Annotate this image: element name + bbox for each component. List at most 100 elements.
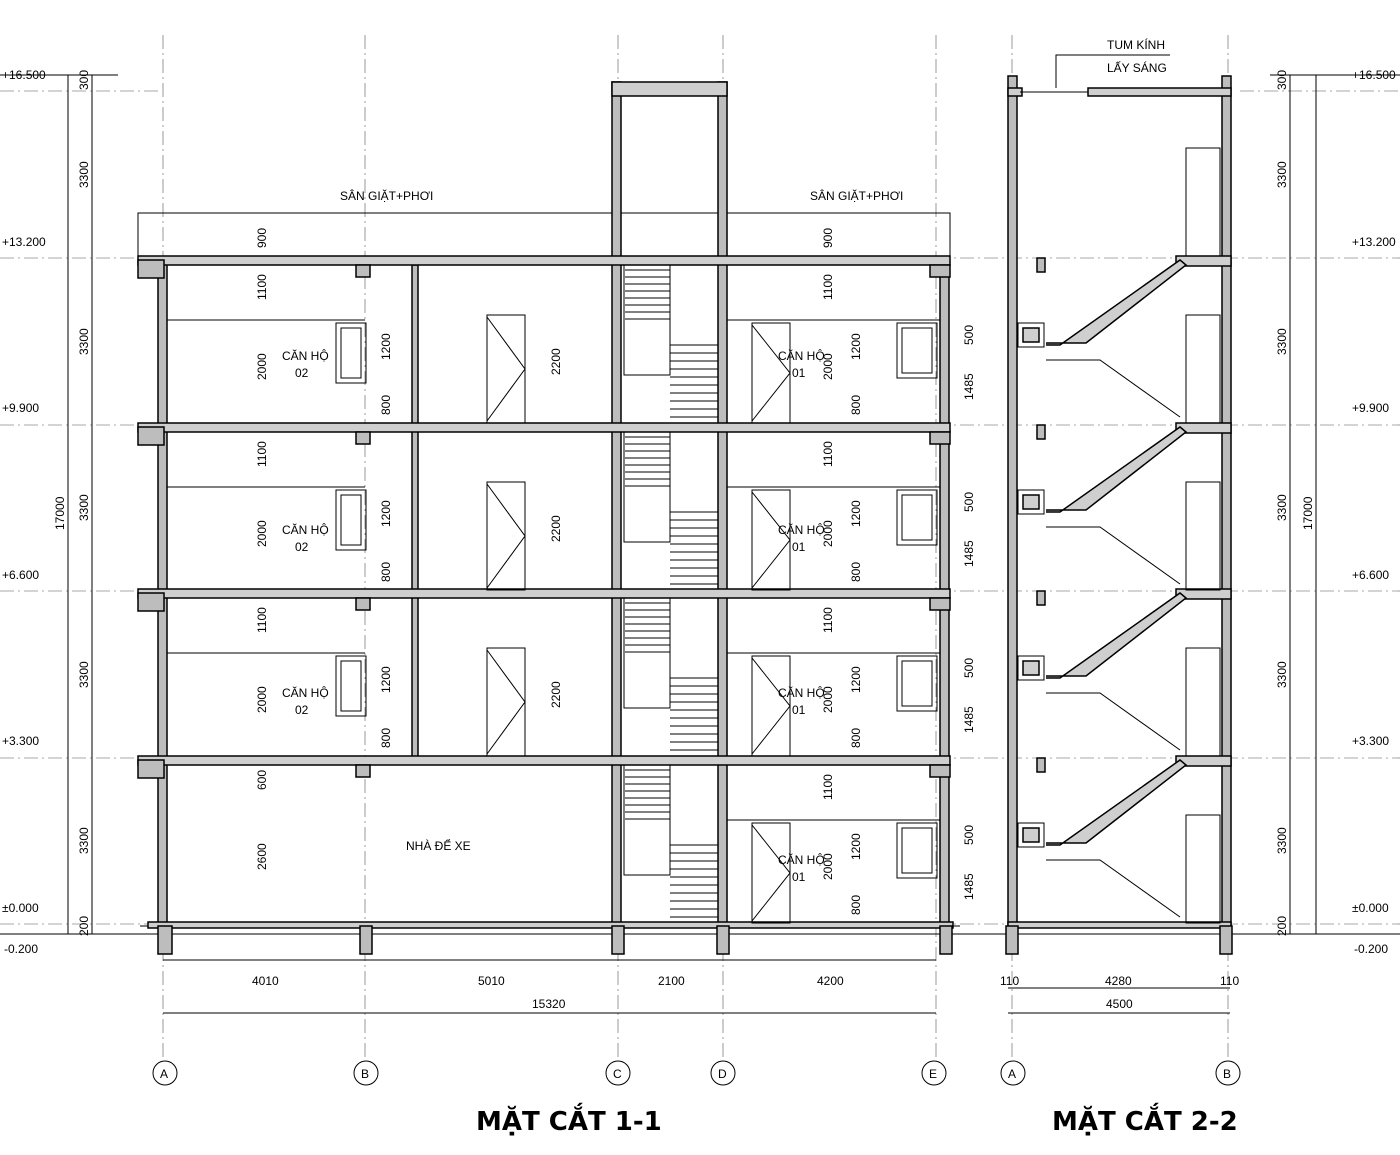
height-dim: 3300 — [77, 328, 91, 355]
level-left: -0.200 — [4, 942, 38, 956]
level-left: +16.500 — [2, 68, 46, 82]
interior-dim: 1200 — [379, 666, 393, 693]
level-left: +13.200 — [2, 235, 46, 249]
interior-dim: 2000 — [821, 686, 835, 713]
stair-slab — [1046, 426, 1188, 513]
total-span-dim: 15320 — [532, 997, 566, 1011]
level-left: +6.600 — [2, 568, 39, 582]
interior-dim: 800 — [379, 395, 393, 415]
grid-label: A — [160, 1067, 168, 1081]
interior-dim: 1200 — [849, 666, 863, 693]
window — [335, 489, 367, 551]
door — [1185, 814, 1221, 924]
section-2-title: MẶT CẮT 2-2 — [1052, 1101, 1238, 1137]
apt02-label: CĂN HỘ — [282, 685, 329, 700]
door — [486, 647, 526, 757]
interior-dim: 2200 — [549, 515, 563, 542]
interior-dim: 2000 — [255, 686, 269, 713]
interior-dim: 1485 — [962, 873, 976, 900]
skylight-label-2: LẤY SÁNG — [1107, 60, 1167, 75]
interior-dim: 1100 — [821, 274, 835, 300]
interior-dim: 1100 — [255, 607, 269, 633]
window-glass — [340, 660, 362, 712]
door-swing — [751, 324, 791, 422]
interior-dim: 1485 — [962, 706, 976, 733]
window-glass — [901, 827, 933, 874]
apt01-number: 01 — [792, 703, 806, 717]
span-dim: 4010 — [252, 974, 279, 988]
apt01-number: 01 — [792, 540, 806, 554]
stair-lower-flight — [1046, 526, 1181, 585]
interior-dim: 600 — [255, 770, 269, 790]
window — [896, 822, 938, 879]
overall-height-dim: 17000 — [1301, 496, 1315, 530]
door-swing — [751, 491, 791, 589]
door — [751, 489, 791, 591]
window-glass — [1022, 327, 1040, 343]
span-dim: 2100 — [658, 974, 685, 988]
interior-dim: 900 — [821, 228, 835, 248]
window — [896, 322, 938, 379]
apt01-label: CĂN HỘ — [778, 348, 825, 363]
stair-slab — [1046, 592, 1188, 679]
stair-lower-flight — [1046, 692, 1181, 751]
interior-dim: 500 — [962, 825, 976, 845]
height-dim: 3300 — [77, 494, 91, 521]
span-dim: 4280 — [1105, 974, 1132, 988]
interior-dim: 2200 — [549, 681, 563, 708]
interior-dim: 1100 — [255, 441, 269, 467]
door — [486, 314, 526, 424]
apt02-label: CĂN HỘ — [282, 348, 329, 363]
level-right: +13.200 — [1352, 235, 1396, 249]
grid-lines — [0, 35, 1400, 1060]
parking-label: NHÀ ĐỂ XE — [406, 838, 471, 853]
level-right: +6.600 — [1352, 568, 1389, 582]
door — [1185, 647, 1221, 757]
window — [1017, 822, 1045, 848]
stair-slab — [1046, 759, 1188, 846]
interior-dim: 1200 — [379, 500, 393, 527]
window-glass — [340, 494, 362, 546]
laundry-label-right: SÂN GIẶT+PHƠI — [810, 188, 903, 203]
grid-label: E — [929, 1067, 937, 1081]
level-right: +16.500 — [1352, 68, 1396, 82]
stair-flight — [623, 597, 671, 709]
interior-dim: 2000 — [255, 520, 269, 547]
height-dim: 3300 — [1275, 161, 1289, 188]
interior-dim: 2600 — [255, 843, 269, 870]
height-dim: 200 — [1275, 916, 1289, 936]
stair-slab — [1046, 259, 1188, 346]
window-glass — [901, 660, 933, 707]
interior-dim: 1200 — [849, 333, 863, 360]
level-left: ±0.000 — [2, 901, 39, 915]
height-dim: 3300 — [1275, 328, 1289, 355]
door-swing — [751, 657, 791, 755]
height-dim: 3300 — [1275, 827, 1289, 854]
apt01-number: 01 — [792, 366, 806, 380]
door — [1185, 314, 1221, 424]
apartment-labels: CĂN HỘ 02 CĂN HỘ 02 CĂN HỘ 02 CĂN HỘ 01 … — [282, 348, 825, 884]
interior-dim: 800 — [849, 562, 863, 582]
grid-bubbles: A B C D E A B — [152, 1060, 1241, 1086]
window — [1017, 489, 1045, 515]
interior-dim: 900 — [255, 228, 269, 248]
door — [751, 655, 791, 757]
skylight-label-1: TUM KÍNH — [1107, 37, 1165, 52]
level-markers: +16.500 +13.200 +9.900 +6.600 +3.300 ±0.… — [2, 68, 1396, 956]
level-left: +9.900 — [2, 401, 39, 415]
span-dim: 110 — [1000, 974, 1019, 988]
level-right: -0.200 — [1354, 942, 1388, 956]
window — [896, 489, 938, 546]
height-dim: 300 — [77, 70, 91, 90]
stair-flight — [623, 264, 671, 376]
interior-dim: 1200 — [849, 833, 863, 860]
span-dim: 4200 — [817, 974, 844, 988]
section-1-title: MẶT CẮT 1-1 — [476, 1101, 662, 1137]
interior-dim: 2200 — [549, 348, 563, 375]
total-span-dim: 4500 — [1106, 997, 1133, 1011]
apt01-label: CĂN HỘ — [778, 685, 825, 700]
dimension-lines — [0, 74, 1400, 1014]
section-1-floors — [167, 314, 940, 924]
interior-dim: 1485 — [962, 373, 976, 400]
door — [1185, 147, 1221, 257]
